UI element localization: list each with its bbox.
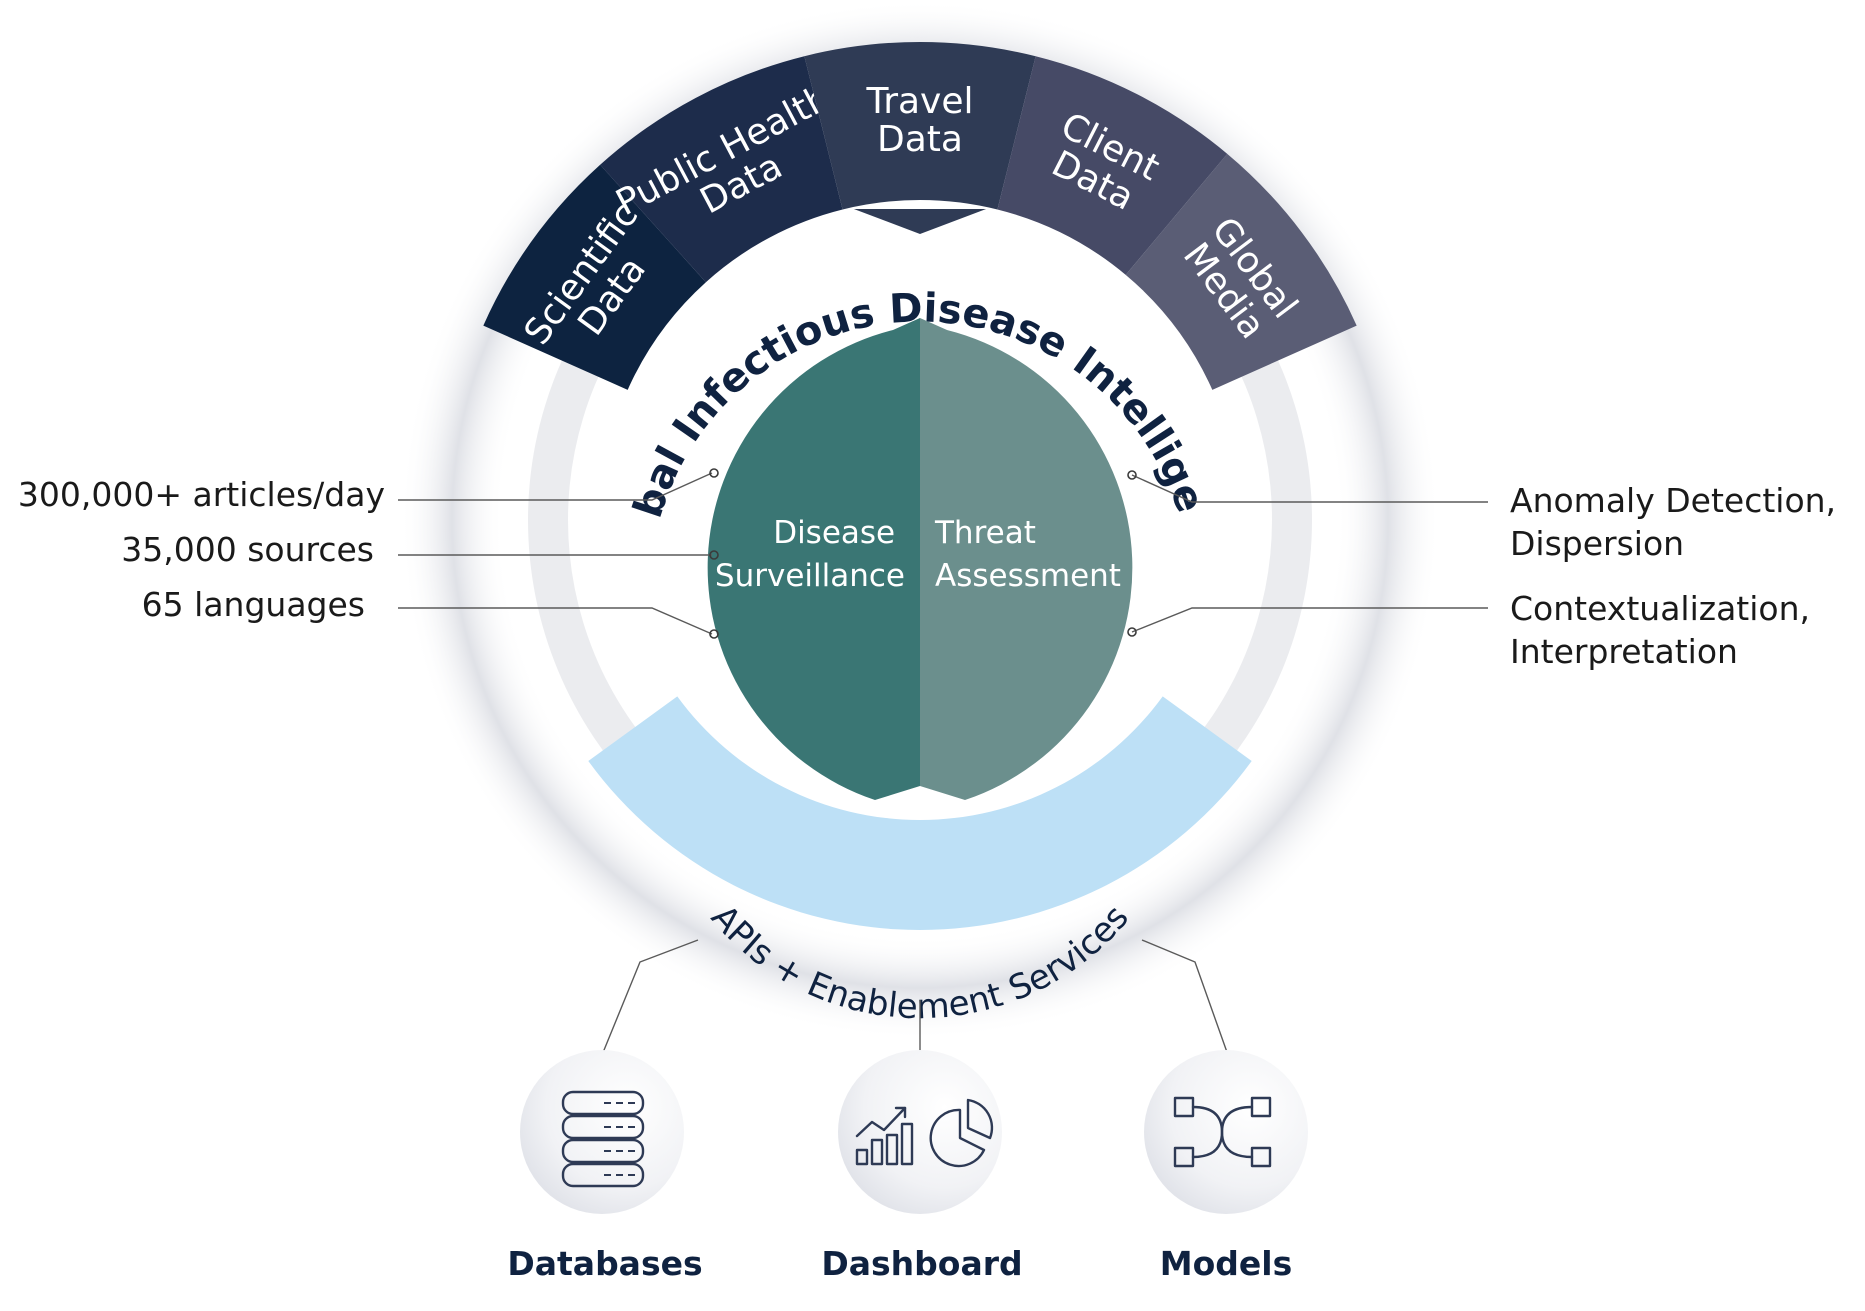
core: Disease Surveillance Threat Assessment [707, 318, 1133, 800]
segment-travel-data [804, 41, 1036, 210]
capability-line: Contextualization, [1510, 589, 1810, 628]
databases-label: Databases [507, 1244, 702, 1283]
stat-articles: 300,000+ articles/day [18, 475, 385, 514]
stat-languages: 65 languages [142, 585, 365, 624]
core-right-line: Threat [934, 515, 1036, 551]
capability-context: Contextualization, Interpretation [1510, 589, 1821, 671]
output-databases[interactable]: Databases [507, 1050, 703, 1283]
segment-notch [853, 208, 987, 234]
core-right-half [920, 318, 1133, 800]
capability-line: Interpretation [1510, 632, 1738, 671]
segment-label-line: Data [877, 119, 963, 160]
models-label: Models [1160, 1244, 1292, 1283]
leader-dot [1127, 627, 1137, 637]
segment-label-line: Travel [865, 81, 973, 122]
segment-scientific-data [483, 164, 706, 390]
right-capabilities: Anomaly Detection, Dispersion Contextual… [1127, 470, 1847, 671]
segment-client-data [997, 56, 1228, 275]
leader-dot [709, 468, 719, 478]
left-stats: 300,000+ articles/day 35,000 sources 65 … [18, 468, 719, 639]
capability-line: Anomaly Detection, [1510, 481, 1836, 520]
core-left-label: Disease Surveillance [715, 515, 905, 594]
core-right-line: Assessment [935, 558, 1121, 594]
core-left-half [707, 318, 920, 800]
core-left-line: Disease [773, 515, 895, 551]
core-left-line: Surveillance [715, 558, 905, 594]
leader-dot [709, 629, 719, 639]
database-icon [561, 1090, 645, 1188]
capability-anomaly: Anomaly Detection, Dispersion [1510, 481, 1847, 563]
core-right-label: Threat Assessment [934, 515, 1121, 594]
leader-line [398, 472, 713, 501]
leader-line [398, 607, 713, 635]
models-icon [1173, 1096, 1272, 1168]
leader-dot [1127, 470, 1137, 480]
capability-line: Dispersion [1510, 524, 1684, 563]
connector-models [1141, 939, 1229, 1056]
connector-databases [601, 939, 699, 1056]
leader-dot [709, 550, 719, 560]
segment-public-health-data [600, 56, 843, 283]
dashboard-icon [855, 1098, 994, 1168]
segment-global-media [1125, 153, 1357, 390]
api-band [588, 696, 1252, 930]
databases-icon-circle [520, 1050, 684, 1214]
leader-line [1131, 474, 1488, 503]
leader-line [1131, 607, 1488, 633]
stat-sources: 35,000 sources [121, 530, 374, 569]
output-connectors [601, 939, 1229, 1056]
output-dashboard[interactable]: Dashboard [821, 1050, 1023, 1283]
dashboard-icon-circle [838, 1050, 1002, 1214]
dashboard-label: Dashboard [821, 1244, 1022, 1283]
output-models[interactable]: Models [1144, 1050, 1308, 1283]
models-icon-circle [1144, 1050, 1308, 1214]
